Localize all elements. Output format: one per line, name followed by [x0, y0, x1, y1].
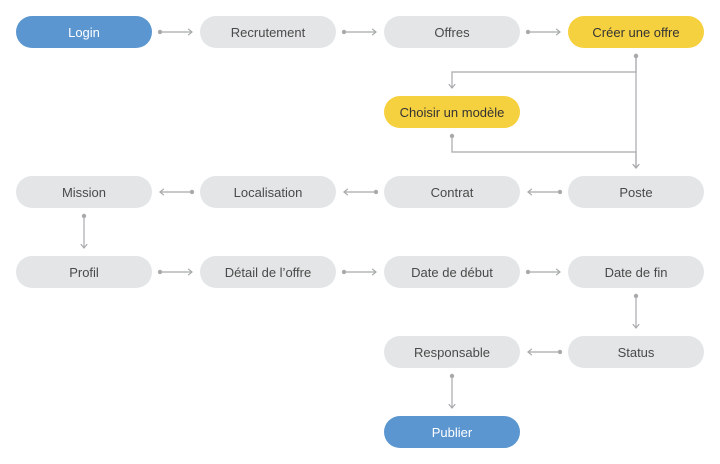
connector-date_debut-to-date_fin-start-dot	[525, 269, 531, 275]
connector-creer_offre-to-poste	[633, 53, 639, 168]
connector-localisation-to-mission-start-dot	[189, 189, 195, 195]
connector-creer_offre-to-choisir_modele-line	[451, 56, 637, 88]
step-contrat[interactable]: Contrat	[384, 176, 520, 208]
step-responsable[interactable]: Responsable	[384, 336, 520, 368]
connector-date_fin-to-status	[633, 293, 639, 328]
connector-login-to-recrutement	[157, 29, 192, 35]
step-date-de-fin[interactable]: Date de fin	[568, 256, 704, 288]
connector-status-to-responsable-arrowhead	[527, 348, 533, 356]
connector-choisir_modele-to-poste-start-dot	[449, 133, 455, 139]
connector-recrutement-to-offres-start-dot	[341, 29, 347, 35]
connector-profil-to-detail_offre-start-dot	[157, 269, 163, 275]
connector-choisir_modele-to-poste-line	[451, 136, 637, 168]
connector-responsable-to-publier-arrowhead	[448, 403, 456, 409]
connector-localisation-to-mission	[160, 189, 195, 195]
connector-status-to-responsable-start-dot	[557, 349, 563, 355]
connector-date_debut-to-date_fin-arrowhead	[555, 268, 561, 276]
step-offres[interactable]: Offres	[384, 16, 520, 48]
connector-mission-to-profil	[81, 213, 87, 248]
connector-poste-to-contrat-arrowhead	[527, 188, 533, 196]
connector-creer_offre-to-poste-start-dot	[633, 53, 639, 59]
connector-contrat-to-localisation-arrowhead	[343, 188, 349, 196]
connector-login-to-recrutement-start-dot	[157, 29, 163, 35]
connector-date_fin-to-status-start-dot	[633, 293, 639, 299]
step-publier[interactable]: Publier	[384, 416, 520, 448]
step-mission[interactable]: Mission	[16, 176, 152, 208]
connector-login-to-recrutement-arrowhead	[187, 28, 193, 36]
connector-mission-to-profil-arrowhead	[80, 243, 88, 249]
connector-status-to-responsable	[528, 349, 563, 355]
step-status[interactable]: Status	[568, 336, 704, 368]
connector-detail_offre-to-date_debut-arrowhead	[371, 268, 377, 276]
connector-date_debut-to-date_fin	[525, 269, 560, 275]
step-creer-une-offre[interactable]: Créer une offre	[568, 16, 704, 48]
connector-detail_offre-to-date_debut-start-dot	[341, 269, 347, 275]
connector-responsable-to-publier	[449, 373, 455, 408]
connector-poste-to-contrat-start-dot	[557, 189, 563, 195]
connector-choisir_modele-to-poste	[449, 133, 637, 168]
step-profil[interactable]: Profil	[16, 256, 152, 288]
connector-creer_offre-to-choisir_modele	[451, 53, 639, 88]
connector-recrutement-to-offres-arrowhead	[371, 28, 377, 36]
connector-detail_offre-to-date_debut	[341, 269, 376, 275]
connector-poste-to-contrat	[528, 189, 563, 195]
connector-localisation-to-mission-arrowhead	[159, 188, 165, 196]
step-poste[interactable]: Poste	[568, 176, 704, 208]
step-localisation[interactable]: Localisation	[200, 176, 336, 208]
step-choisir-un-modele[interactable]: Choisir un modèle	[384, 96, 520, 128]
connector-offres-to-creer_offre-arrowhead	[555, 28, 561, 36]
step-date-de-debut[interactable]: Date de début	[384, 256, 520, 288]
connector-date_fin-to-status-arrowhead	[632, 323, 640, 329]
connector-contrat-to-localisation	[344, 189, 379, 195]
connector-profil-to-detail_offre-arrowhead	[187, 268, 193, 276]
step-detail-offre[interactable]: Détail de l’offre	[200, 256, 336, 288]
connector-choisir_modele-to-poste-arrowhead	[632, 163, 640, 169]
connector-creer_offre-to-choisir_modele-arrowhead	[448, 83, 456, 89]
step-recrutement[interactable]: Recrutement	[200, 16, 336, 48]
connector-profil-to-detail_offre	[157, 269, 192, 275]
connector-offres-to-creer_offre-start-dot	[525, 29, 531, 35]
connector-mission-to-profil-start-dot	[81, 213, 87, 219]
connector-offres-to-creer_offre	[525, 29, 560, 35]
connector-contrat-to-localisation-start-dot	[373, 189, 379, 195]
connector-responsable-to-publier-start-dot	[449, 373, 455, 379]
step-login[interactable]: Login	[16, 16, 152, 48]
connector-recrutement-to-offres	[341, 29, 376, 35]
